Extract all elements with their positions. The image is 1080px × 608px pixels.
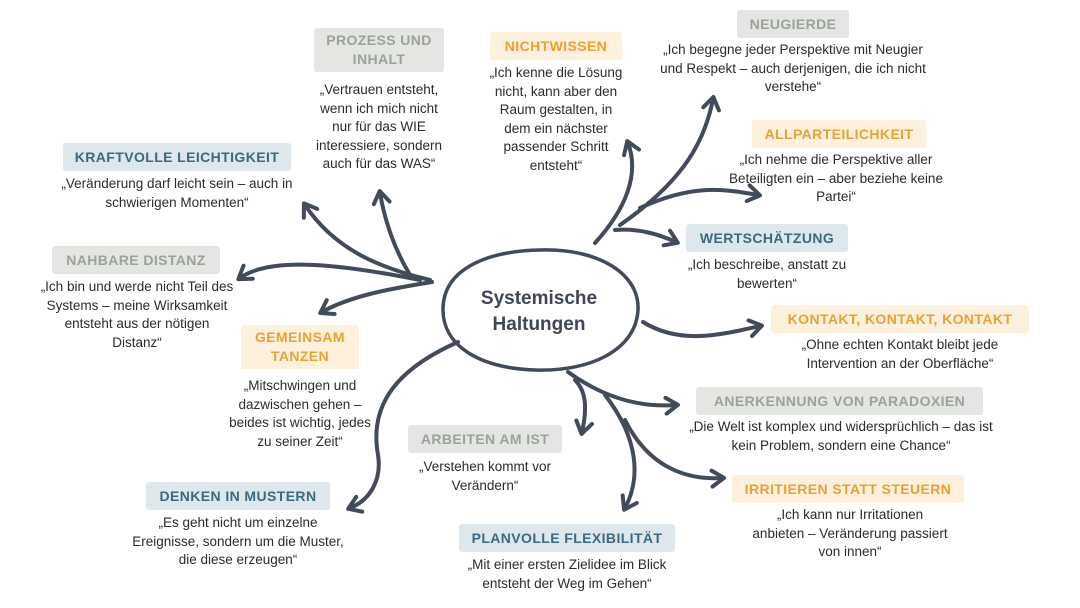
label-nichtwissen: NICHTWISSEN <box>490 32 622 60</box>
arrow-denken-in-mustern <box>346 340 460 514</box>
quote-prozess-und-inhalt: „Vertrauen entsteht, wenn ich mich nicht… <box>315 82 443 171</box>
label-denken-in-mustern: DENKEN IN MUSTERN <box>146 482 330 510</box>
arrow-anerkennung <box>566 370 680 416</box>
arrow-nichtwissen <box>593 139 641 245</box>
label-irritieren-statt-steuern: IRRITIEREN STATT STEUERN <box>732 475 964 503</box>
label-kontakt: KONTAKT, KONTAKT, KONTAKT <box>771 305 1029 333</box>
arrow-kraftvolle-leichtigkeit <box>301 201 432 282</box>
arrow-arbeiten-am-ist <box>573 378 594 436</box>
label-neugierde: NEUGIERDE <box>737 10 849 38</box>
quote-gemeinsam-tanzen: „Mitschwingen und dazwischen gehen – bei… <box>229 378 371 449</box>
quote-kraftvolle-leichtigkeit: „Veränderung darf leicht sein – auch in … <box>61 176 293 210</box>
label-arbeiten-am-ist: ARBEITEN AM IST <box>408 425 562 453</box>
arrow-wertschaetzung <box>613 227 680 248</box>
label-anerkennung-von-paradoxien: ANERKENNUNG VON PARADOXIEN <box>696 387 983 415</box>
label-prozess-und-inhalt: PROZESS UND INHALT <box>314 28 444 72</box>
quote-allparteilichkeit: „Ich nehme die Perspektive aller Beteili… <box>729 152 943 204</box>
label-planvolle-flexibilitaet: PLANVOLLE FLEXIBILITÄT <box>459 524 675 552</box>
center-node: Systemische Haltungen <box>440 252 638 372</box>
quote-irritieren-statt-steuern: „Ich kann nur Irritationen anbieten – Ve… <box>752 507 948 559</box>
quote-arbeiten-am-ist: „Verstehen kommt vor Verändern“ <box>418 459 552 493</box>
arrow-kontakt <box>641 318 764 339</box>
quote-wertschaetzung: „Ich beschreibe, anstatt zu bewerten“ <box>687 257 847 291</box>
arrow-nahbare-distanz <box>236 262 422 282</box>
arrow-irritieren <box>623 418 726 489</box>
center-ellipse <box>441 248 640 372</box>
quote-neugierde: „Ich begegne jeder Perspektive mit Neugi… <box>660 42 926 94</box>
label-nahbare-distanz: NAHBARE DISTANZ <box>52 246 220 274</box>
quote-nichtwissen: „Ich kenne die Lösung nicht, kann aber d… <box>489 65 623 173</box>
center-title: Systemische Haltungen <box>480 288 598 335</box>
arrow-planvolle-flexibilitaet <box>603 393 639 512</box>
label-gemeinsam-tanzen: GEMEINSAM TANZEN <box>241 325 359 369</box>
quote-kontakt: „Ohne echten Kontakt bleibt jede Interve… <box>801 337 999 371</box>
quote-anerkennung-von-paradoxien: „Die Welt ist komplex und widersprüchlic… <box>689 419 993 453</box>
quote-nahbare-distanz: „Ich bin und werde nicht Teil des System… <box>40 279 234 350</box>
arrow-prozess-und-inhalt <box>371 189 412 277</box>
arrow-gemeinsam-tanzen <box>318 280 434 317</box>
quote-planvolle-flexibilitaet: „Mit einer ersten Zielidee im Blick ents… <box>467 557 667 591</box>
label-wertschaetzung: WERTSCHÄTZUNG <box>686 224 848 252</box>
label-allparteilichkeit: ALLPARTEILICHKEIT <box>752 120 926 148</box>
quote-denken-in-mustern: „Es geht nicht um einzelne Ereignisse, s… <box>132 515 344 567</box>
arrow-allparteilichkeit <box>638 183 762 210</box>
label-kraftvolle-leichtigkeit: KRAFTVOLLE LEICHTIGKEIT <box>63 143 291 171</box>
